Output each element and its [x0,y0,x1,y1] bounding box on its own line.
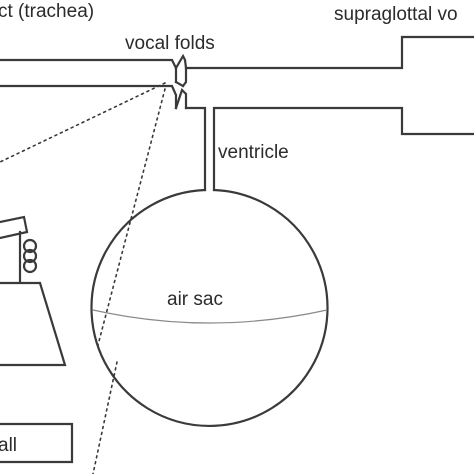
trachea-label: ct (trachea) [0,1,94,22]
supraglottal-lower-wall [212,106,474,192]
projection-line-top [0,82,166,163]
supraglottal-upper-wall [184,35,474,70]
model-top-block [0,215,29,240]
trachea-tube [0,58,178,110]
air-sac-equator [92,309,328,324]
ventricle-label: ventricle [218,142,289,163]
bottom-left-box-label: all [0,435,17,456]
vocal-fold-upper [174,53,188,88]
air-sac-outline [90,188,329,427]
vocal-fold-edge [174,80,185,88]
vocal-folds-label: vocal folds [125,33,215,54]
vocal-folds [174,53,188,110]
trachea-upper-wall [0,58,178,84]
air-sac [90,188,329,427]
spring-icon [22,238,38,274]
vocal-fold-lower [174,87,188,110]
bottom-left-box [0,422,74,464]
ventricle-left-wall [184,106,207,192]
model-base-trapezoid [0,281,67,367]
projection-line-lower [92,361,118,474]
trachea-lower-wall [0,84,178,110]
supraglottal-tube [184,35,474,192]
air-sac-label: air sac [167,289,223,310]
projection-line-upper [97,88,166,346]
vocal-fold-model [0,215,67,367]
supraglottal-vocal-tract-label: supraglottal vo [334,4,458,25]
